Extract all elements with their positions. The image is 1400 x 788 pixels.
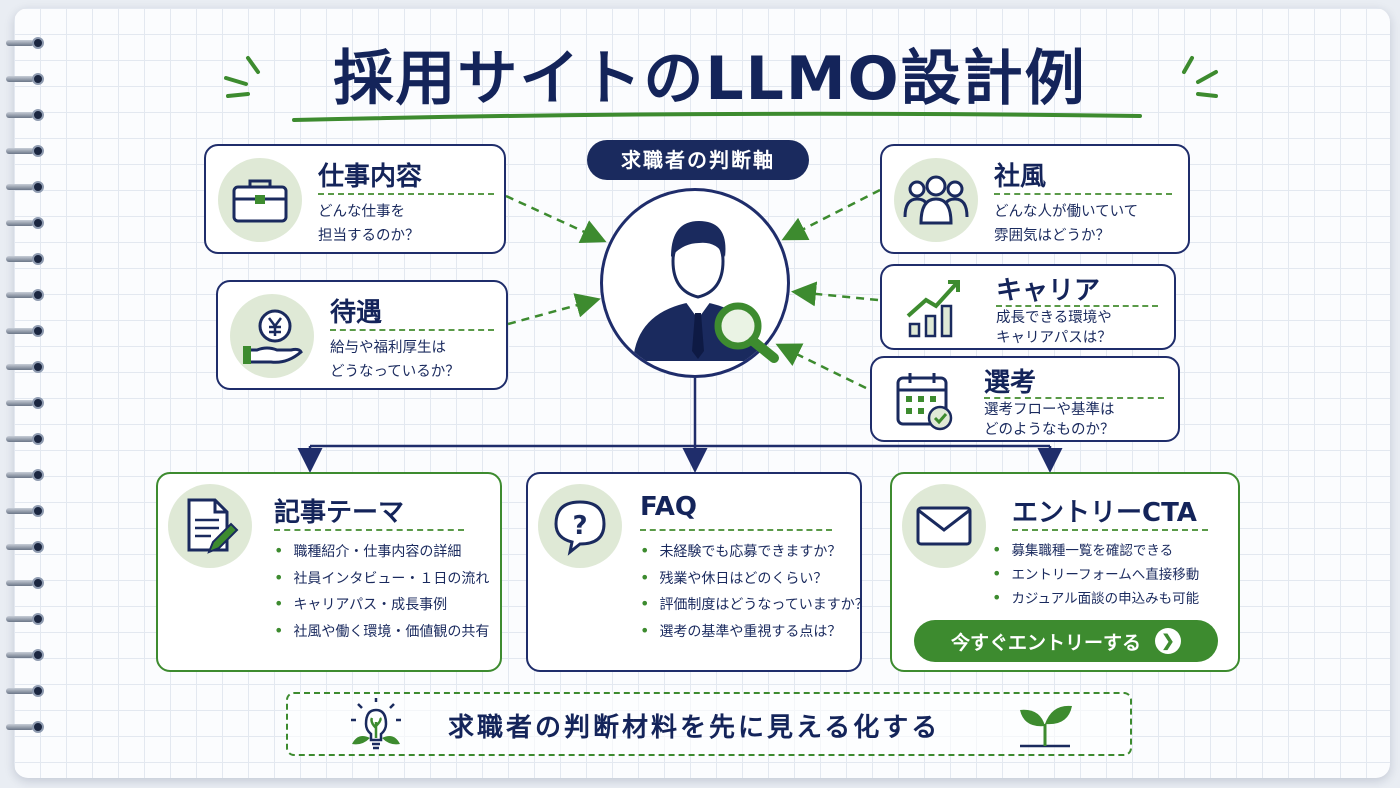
factor-card-compensation: 待遇 給与や福利厚生はどうなっているか？ [216,280,508,390]
list-item: 社風や働く環境・価値観の共有 [274,618,489,645]
factor-card-selection: 選考 選考フローや基準はどのようなものか？ [870,356,1180,442]
spiral-binding [4,36,44,736]
envelope-icon [902,484,986,568]
list-item: 未経験でも応募できますか？ [640,538,869,565]
list-item: キャリアパス・成長事例 [274,591,489,618]
center-label: 求職者の判断軸 [587,140,809,180]
page-title: 採用サイトのLLMO設計例 [333,44,1087,114]
list-item: 評価制度はどうなっていますか？ [640,591,868,618]
title-underline [292,111,1142,122]
lightbulb-leaf-icon [351,698,401,750]
footer-message: 求職者の判断材料を先に見える化する [448,713,941,743]
calendar-check-icon [894,370,956,438]
entry-cta-list: 募集職種一覧を確認できる エントリーフォームへ直接移動 カジュアル面談の申込みも… [992,538,1199,610]
list-item: エントリーフォームへ直接移動 [992,562,1199,586]
faq-list: 未経験でも応募できますか？ 残業や休日はどのくらい？ 評価制度はどうなっています… [640,538,869,645]
output-card-faq: ? FAQ 未経験でも応募できますか？ 残業や休日はどのくらい？ 評価制度はどう… [526,472,869,672]
list-item: 募集職種一覧を確認できる [992,538,1199,562]
article-theme-list: 職種紹介・仕事内容の詳細 社員インタビュー・１日の流れ キャリアパス・成長事例 … [274,538,489,644]
briefcase-icon [218,158,302,242]
factor-card-work: 仕事内容 どんな仕事を担当するのか？ [204,144,506,254]
chevron-right-icon: ❯ [1155,628,1181,654]
entry-now-button[interactable]: 今すぐエントリーする ❯ [914,620,1218,662]
yen-hand-icon [230,294,314,378]
footer-banner: 求職者の判断材料を先に見える化する [286,692,1132,756]
list-item: 残業や休日はどのくらい？ [640,565,869,592]
right-spark-icon [1182,56,1218,98]
output-card-articles: 記事テーマ 職種紹介・仕事内容の詳細 社員インタビュー・１日の流れ キャリアパス… [156,472,502,672]
people-icon [894,158,978,242]
list-item: 選考の基準や重視する点は？ [640,618,869,645]
magnifier-icon [714,302,779,363]
document-pen-icon [168,484,252,568]
factor-card-career: キャリア 成長できる環境やキャリアパスは？ [880,264,1176,350]
sprout-icon [1020,705,1072,748]
svg-text:?: ? [572,511,587,541]
question-bubble-icon: ? [538,484,622,568]
factor-card-culture: 社風 どんな人が働いていて雰囲気はどうか？ [880,144,1190,254]
left-spark-icon [224,56,260,98]
list-item: 社員インタビュー・１日の流れ [274,565,489,592]
list-item: 職種紹介・仕事内容の詳細 [274,538,489,565]
growth-chart-icon [904,276,964,342]
list-item: カジュアル面談の申込みも可能 [992,586,1199,610]
